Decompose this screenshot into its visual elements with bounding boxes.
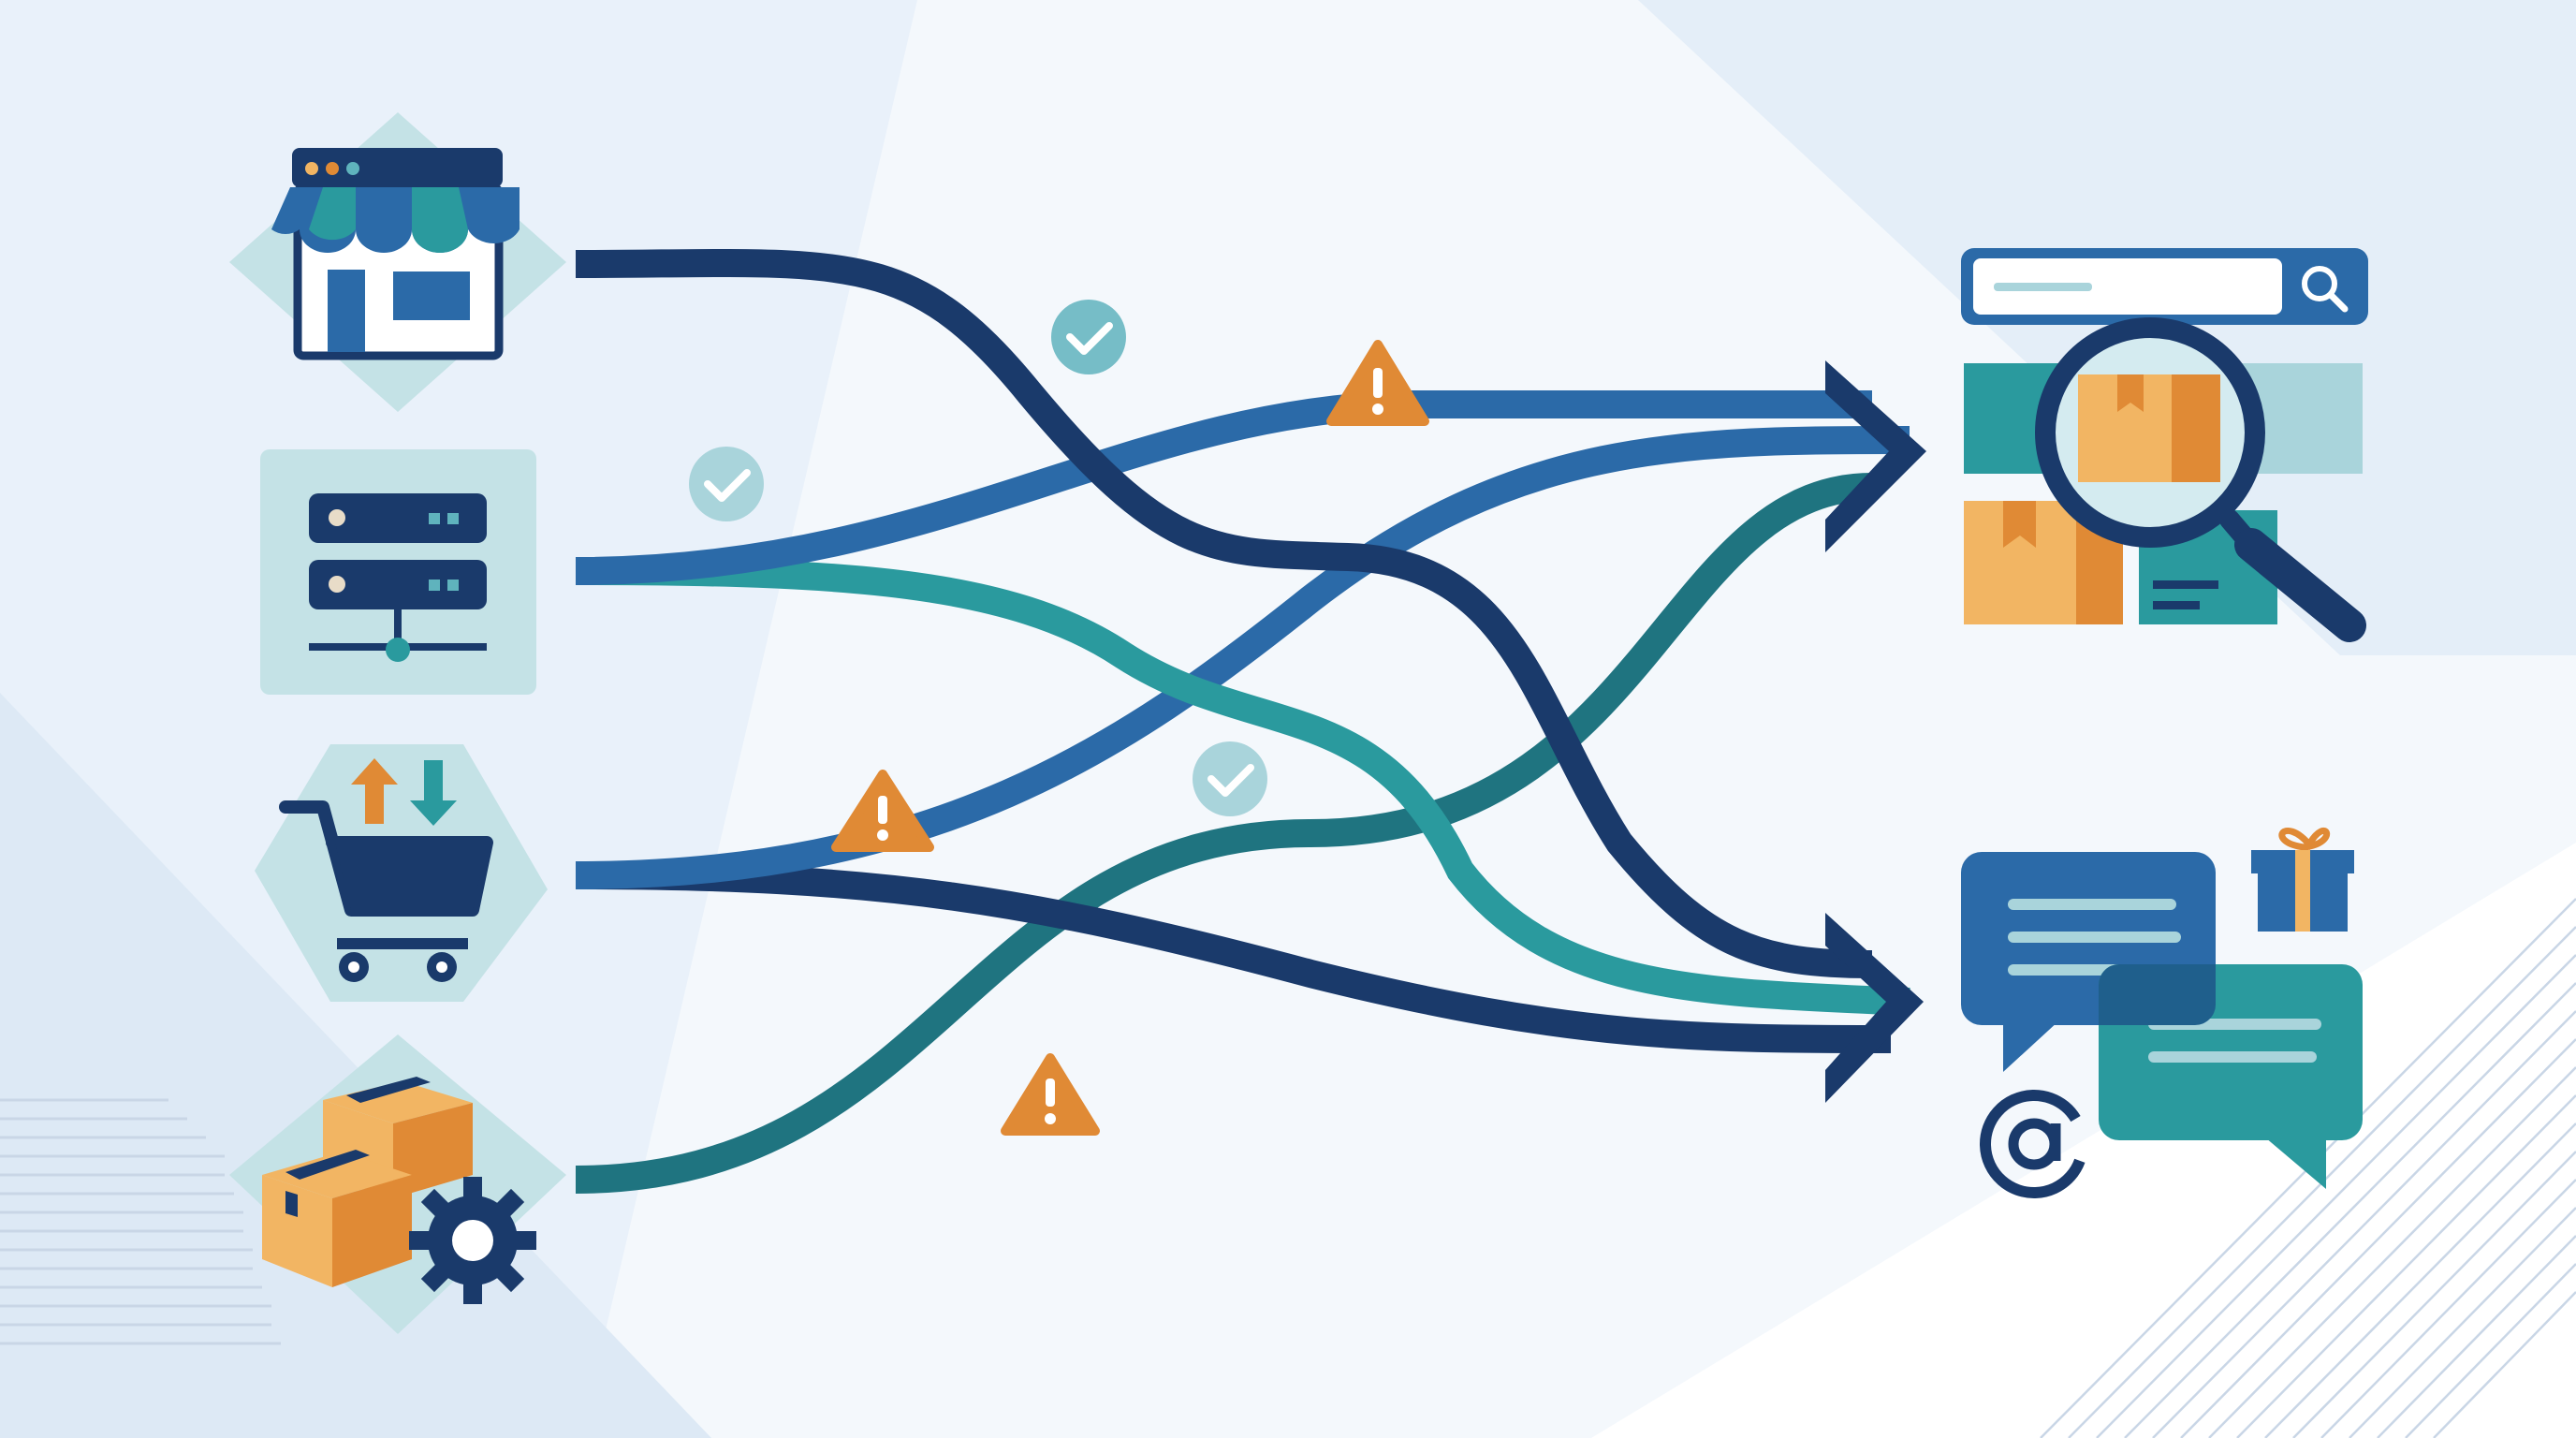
stripe-pattern-left bbox=[0, 1098, 281, 1345]
check-circle-icon bbox=[689, 447, 764, 521]
warning-triangle-icon bbox=[1326, 340, 1429, 426]
arrow-heads bbox=[1825, 360, 1926, 1103]
server-rack-icon bbox=[260, 449, 536, 695]
storefront-icon bbox=[229, 112, 566, 412]
shopping-cart-sync-icon bbox=[255, 744, 548, 1002]
flow-storefront-to-messaging bbox=[575, 248, 1873, 978]
arrowhead-search bbox=[1825, 360, 1926, 552]
arrowhead-messaging bbox=[1825, 913, 1924, 1103]
background-panel-bottom-left bbox=[0, 693, 711, 1438]
warning-triangle-icon bbox=[831, 770, 934, 852]
gift-box-icon bbox=[2251, 828, 2354, 932]
flow-warehouse-to-search bbox=[575, 473, 1873, 1194]
flow-server-to-messaging bbox=[575, 557, 1910, 1016]
product-search-icon bbox=[1961, 248, 2368, 642]
boxes-gear-icon bbox=[229, 1034, 566, 1334]
chat-messages-icon bbox=[1961, 828, 2363, 1198]
status-markers bbox=[689, 300, 1429, 1136]
flow-cart-to-messaging bbox=[575, 861, 1892, 1053]
check-circle-icon bbox=[1193, 741, 1267, 816]
at-sign-icon bbox=[1980, 1090, 2088, 1198]
check-circle-icon bbox=[1051, 300, 1126, 374]
flow-server-to-search bbox=[575, 390, 1872, 585]
warning-triangle-icon bbox=[1001, 1053, 1100, 1136]
